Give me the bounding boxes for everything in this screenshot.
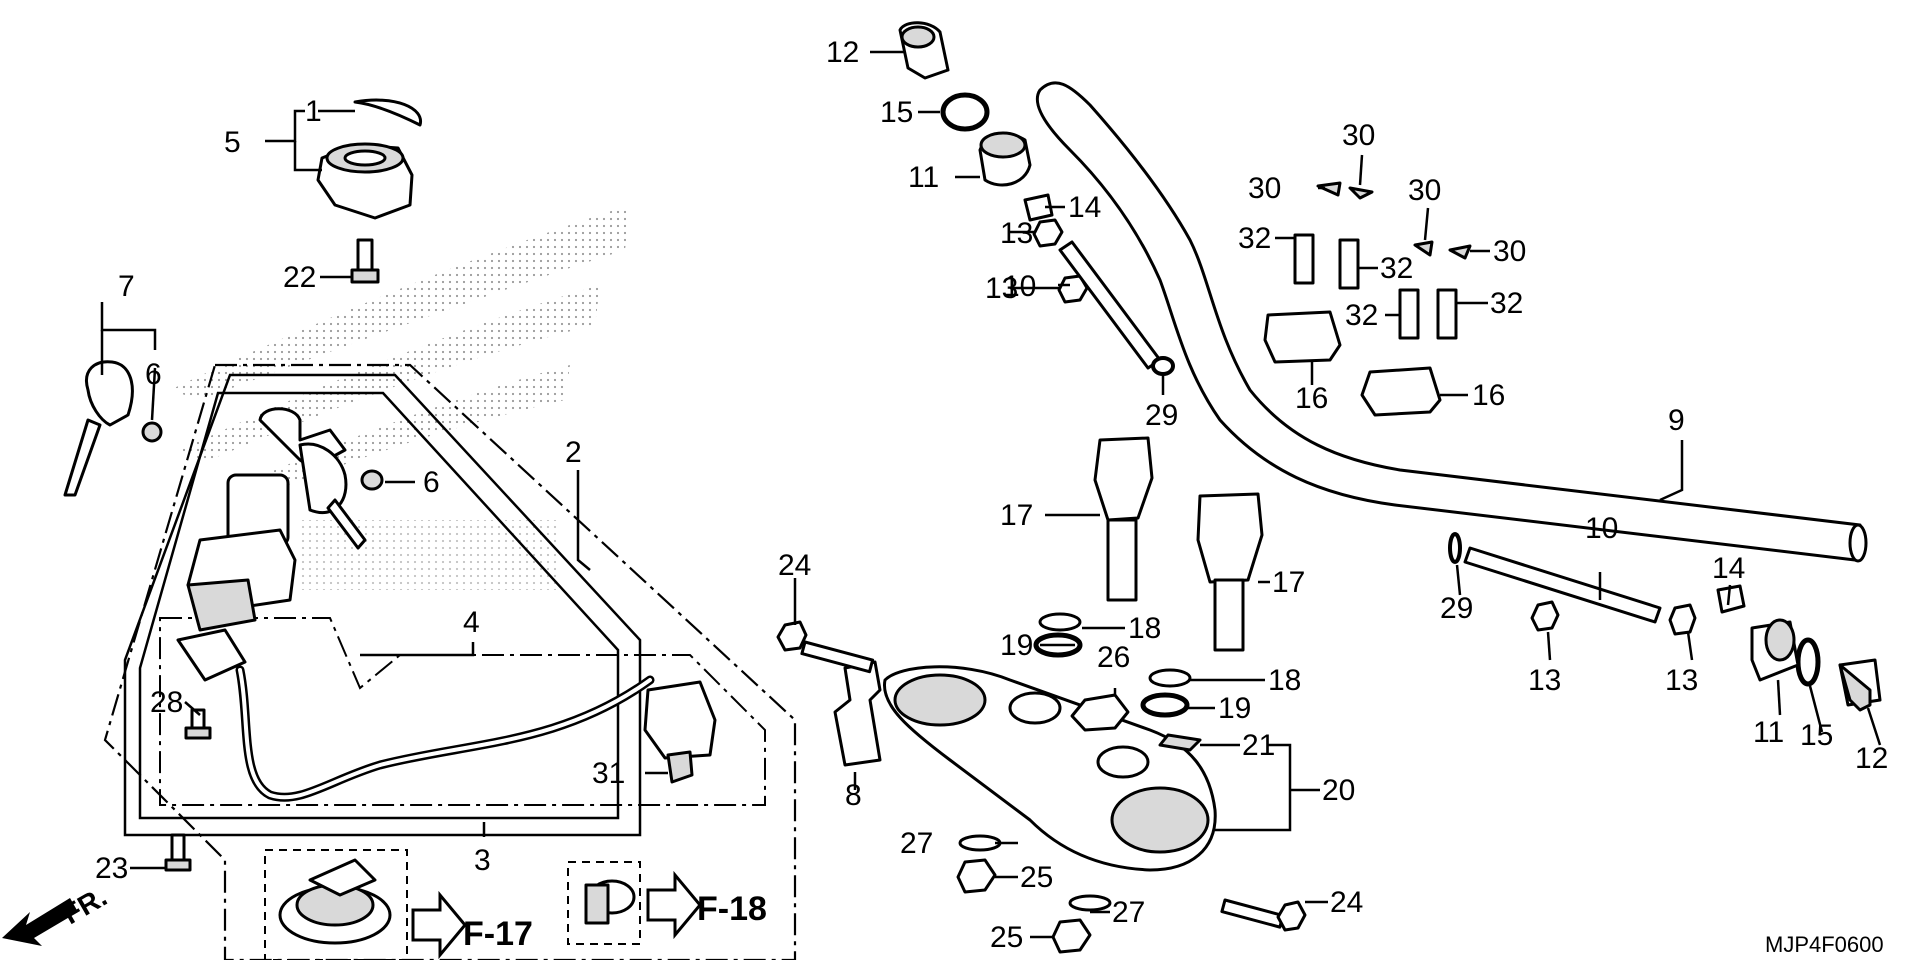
kit-outline-3 [103,363,797,960]
part-1-snap-ring [353,98,422,127]
part-7-key [63,360,134,497]
part-16-holder [1263,310,1442,417]
part-13-nut [1032,218,1697,636]
callout-9: 9 [1668,404,1685,437]
callout-24-left: 24 [778,549,811,582]
part-20-top-bridge [882,665,1217,872]
callout-20: 20 [1322,774,1355,807]
part-32-bolt [1293,233,1458,340]
callout-16-right: 16 [1472,379,1505,412]
callout-27-left: 27 [900,827,933,860]
kit-outline-4 [159,617,766,806]
callout-14-right: 14 [1712,552,1745,585]
callout-11-top: 11 [908,161,939,194]
callout-22: 22 [283,261,316,294]
ref-f17-label: F-17 [463,915,533,953]
callout-29-top: 29 [1145,399,1178,432]
callout-4: 4 [463,606,480,639]
kit-outline-2 [123,373,642,837]
callout-15-right: 15 [1800,719,1833,752]
part-28-screw [184,708,212,740]
part-9-handlebar [1035,81,1868,563]
part-14-collar [1023,193,1746,614]
part-23-screw [164,833,192,872]
callout-labels: 1 2 3 4 5 6 6 7 8 9 10 10 11 11 12 12 13… [95,36,1888,954]
callout-6-left: 6 [145,358,162,391]
part-18-washer [1038,612,1192,688]
front-arrow-icon [2,898,78,946]
callout-24-right: 24 [1330,886,1363,919]
callout-7: 7 [118,270,135,303]
callout-11-right: 11 [1753,716,1784,749]
part-24-bolt [776,620,1307,932]
callout-32-a: 32 [1238,222,1271,255]
callout-18-left: 18 [1128,612,1161,645]
callout-26: 26 [1097,641,1130,674]
part-11-weight [978,131,1800,682]
part-6-washer [141,421,384,491]
callout-30-d: 30 [1493,235,1526,268]
callout-10-top: 10 [1003,270,1036,303]
callout-8: 8 [845,779,862,812]
callout-10-right: 10 [1585,512,1618,545]
callout-17-right: 17 [1272,566,1305,599]
f18-ref-box [567,861,641,945]
callout-17-left: 17 [1000,499,1033,532]
callout-6-right: 6 [423,466,440,499]
callout-31: 31 [592,757,625,790]
callout-14-top: 14 [1068,191,1101,224]
callout-25-top: 25 [1020,861,1053,894]
ref-arrow-f17 [411,890,467,960]
ref-arrow-f18 [646,870,702,940]
callout-19-left: 19 [1000,629,1033,662]
callout-13-b: 13 [985,272,1018,305]
callout-27-right: 27 [1112,896,1145,929]
callout-32-b: 32 [1380,252,1413,285]
front-label: FR. [58,881,113,930]
part-25-nut [956,858,1092,954]
part-12-bar-end [898,21,1882,712]
callout-30-c: 30 [1408,174,1441,207]
callout-1: 1 [305,95,322,128]
callout-18-right: 18 [1268,664,1301,697]
callout-30-b: 30 [1342,119,1375,152]
callout-2: 2 [565,436,582,469]
ignition-switch-assembly [186,407,367,632]
callout-5: 5 [224,126,241,159]
callout-30-a: 30 [1248,172,1281,205]
callout-19-right: 19 [1218,692,1251,725]
part-10-rod [1058,240,1662,624]
diagram-code: MJP4F0600 [1765,932,1884,957]
callout-25-bottom: 25 [990,921,1023,954]
ref-f18-label: F-18 [697,890,767,928]
part-17-riser [1093,436,1264,652]
part-4-harness [176,628,717,802]
part-22-bolt [350,238,380,284]
callout-15-top: 15 [880,96,913,129]
part-29-clip [1151,356,1462,564]
callout-3: 3 [474,844,491,877]
callout-32-c: 32 [1345,299,1378,332]
callout-13-d: 13 [1665,664,1698,697]
callout-32-d: 32 [1490,287,1523,320]
part-21-washer [1158,733,1202,752]
part-30-clip [1316,181,1472,260]
callout-28: 28 [150,686,183,719]
callout-29-right: 29 [1440,592,1473,625]
part-8-bracket [833,660,882,767]
callout-13-c: 13 [1528,664,1561,697]
callout-12-right: 12 [1855,742,1888,775]
part-31-clip [666,750,694,784]
part-5-cover [316,142,414,220]
callout-12-top: 12 [826,36,859,69]
callout-13-a: 13 [1000,217,1033,250]
fuel-cap-ref-box [264,849,408,960]
callout-21: 21 [1242,729,1275,762]
callout-23: 23 [95,852,128,885]
callout-16-left: 16 [1295,382,1328,415]
leader-lines [100,50,1882,939]
